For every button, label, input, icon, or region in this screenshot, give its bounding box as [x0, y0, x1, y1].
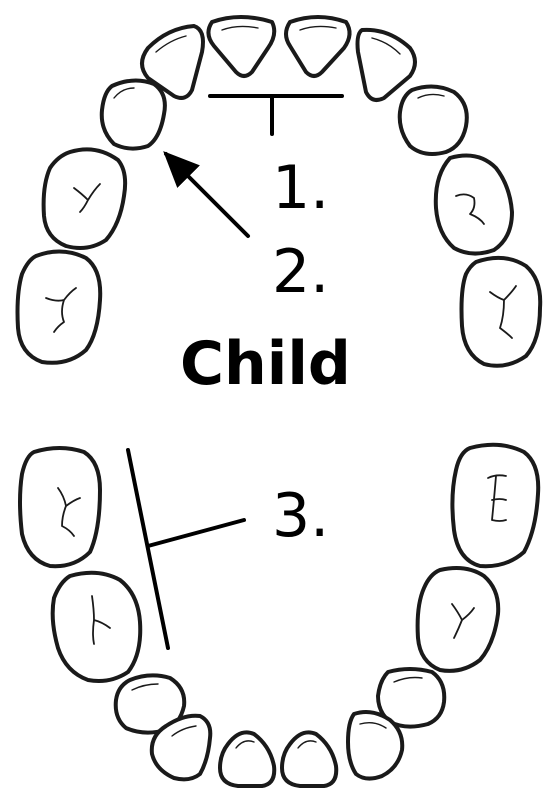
upper-canine-right [397, 84, 469, 156]
label-1: 1. [272, 153, 329, 223]
upper-central-incisor-left [206, 15, 277, 78]
pointer-3 [126, 448, 246, 650]
lower-second-molar-left [18, 446, 102, 569]
lower-lateral-incisor-left [149, 713, 213, 782]
diagram-title: Child [180, 329, 351, 399]
upper-second-molar-right [459, 255, 543, 368]
lower-canine-right [376, 667, 447, 729]
lower-second-molar-right [450, 442, 541, 569]
pointer-1 [208, 94, 344, 136]
upper-lateral-incisor-left [140, 24, 205, 100]
upper-first-molar-left [41, 147, 128, 250]
lower-arch [18, 442, 541, 788]
upper-second-molar-left [15, 249, 103, 365]
upper-arch [15, 15, 543, 368]
upper-canine-left [99, 78, 167, 151]
label-3: 3. [272, 481, 329, 551]
pointer-2-arrow [163, 151, 250, 238]
upper-first-molar-right [433, 153, 514, 256]
lower-central-incisor-left [218, 730, 277, 788]
lower-lateral-incisor-right [346, 710, 405, 781]
label-2: 2. [272, 237, 329, 307]
upper-central-incisor-right [284, 15, 352, 78]
upper-lateral-incisor-right [355, 27, 417, 102]
lower-central-incisor-right [280, 730, 339, 788]
lower-first-molar-left [50, 570, 143, 683]
lower-first-molar-right [415, 566, 501, 673]
